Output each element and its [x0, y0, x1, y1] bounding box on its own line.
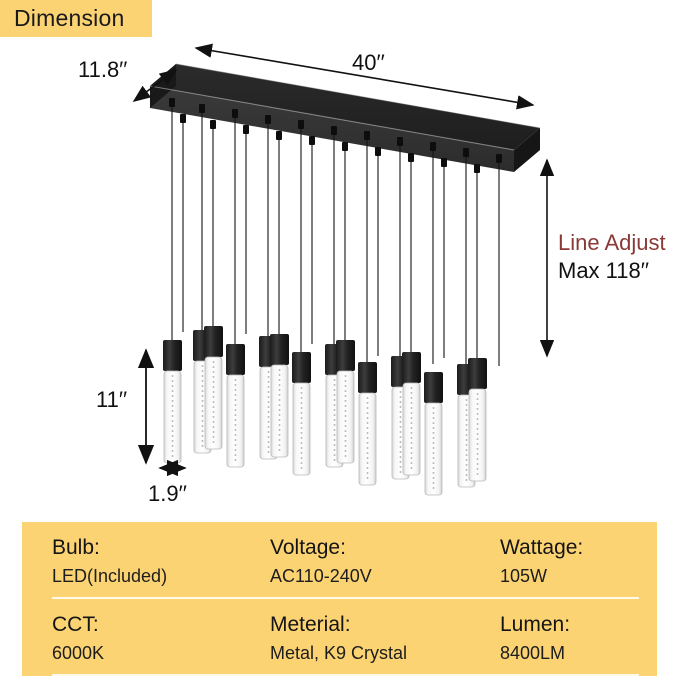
spec-key: Bulb: — [52, 536, 100, 559]
spec-value: LED(Included) — [52, 565, 168, 586]
spec-cell-bulb: Bulb: LED(Included) — [52, 536, 167, 587]
spec-cell-voltage: Voltage: AC110-240V — [270, 536, 372, 587]
depth-label: 11.8′′ — [78, 57, 128, 82]
spec-row: Bulb: LED(Included) Voltage: AC110-240V … — [22, 522, 657, 599]
line-adjust-title: Line Adjust — [558, 230, 666, 255]
length-label: 40′′ — [352, 50, 385, 75]
spec-key: CCT: — [52, 613, 99, 636]
dimension-badge-label: Dimension — [14, 5, 125, 31]
spec-value: 8400LM — [500, 642, 566, 663]
spec-value: 6000K — [52, 642, 105, 663]
spec-cell-lumen: Lumen: 8400LM — [500, 613, 570, 664]
spec-cell-material: Meterial: Metal, K9 Crystal — [270, 613, 407, 664]
dimension-badge: Dimension — [0, 0, 152, 37]
spec-key: Meterial: — [270, 613, 351, 636]
line-adjust-value: Max 118′′ — [558, 258, 649, 283]
pendant-height-label: 11′′ — [96, 387, 128, 412]
spec-key: Lumen: — [500, 613, 571, 636]
spec-table: Bulb: LED(Included) Voltage: AC110-240V … — [22, 522, 657, 676]
spec-row: CCT: 6000K Meterial: Metal, K9 Crystal L… — [22, 599, 657, 676]
fixture-diagram — [132, 43, 555, 496]
spec-row-divider — [52, 597, 639, 599]
spec-key: Wattage: — [500, 536, 584, 559]
spec-cell-wattage: Wattage: 105W — [500, 536, 583, 587]
spec-cell-cct: CCT: 6000K — [52, 613, 104, 664]
spec-key: Voltage: — [270, 536, 346, 559]
spec-value: AC110-240V — [270, 565, 372, 586]
spec-value: Metal, K9 Crystal — [270, 642, 408, 663]
spec-row-divider — [52, 674, 639, 676]
pendant-diameter-label: 1.9′′ — [148, 481, 187, 506]
spec-value: 105W — [500, 565, 548, 586]
